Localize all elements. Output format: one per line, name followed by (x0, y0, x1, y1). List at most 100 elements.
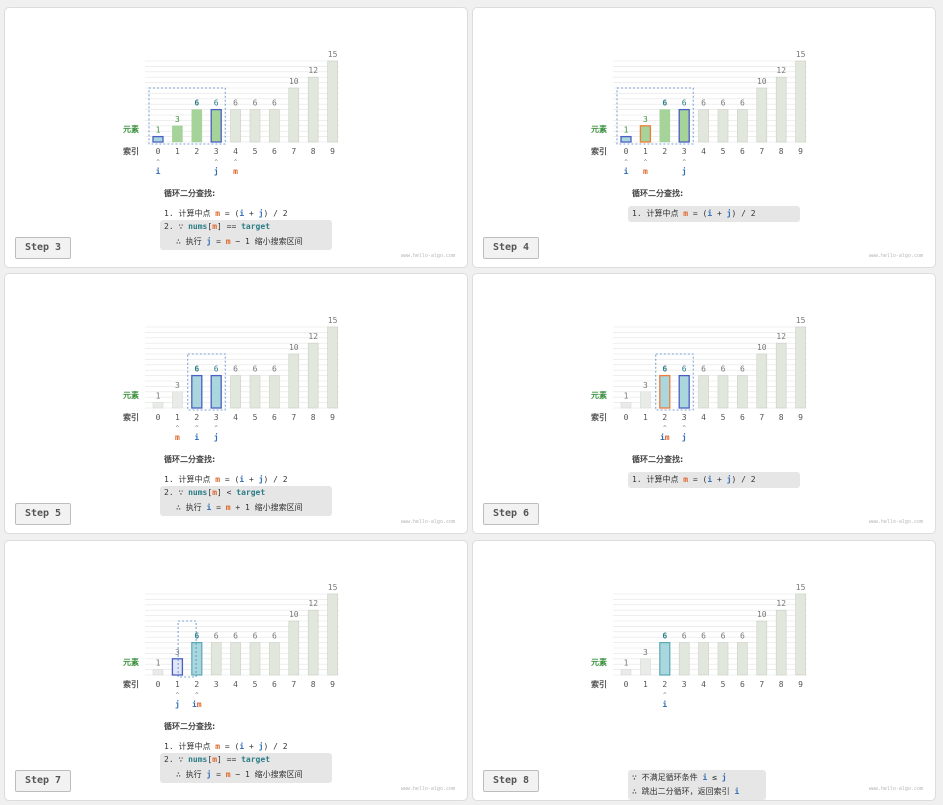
index-label: 9 (798, 680, 803, 689)
value-label: 6 (233, 365, 238, 374)
pointer-caret: ^ (156, 159, 160, 166)
value-label: 10 (289, 77, 299, 86)
index-label: 4 (701, 147, 706, 156)
index-label: 8 (779, 413, 784, 422)
pointer-caret: ^ (176, 425, 180, 432)
array-bar (307, 76, 319, 143)
value-label: 15 (796, 316, 806, 325)
value-label: 12 (776, 599, 786, 608)
index-row-label: 索引 (591, 412, 607, 422)
pointer-label: j (682, 432, 687, 442)
value-label: 6 (253, 365, 258, 374)
loop-title: 循环二分查找: (164, 455, 216, 464)
value-label: 6 (662, 99, 667, 108)
array-bar (327, 326, 338, 409)
array-bar (659, 374, 671, 409)
value-label: 12 (308, 332, 318, 341)
loop-title: 循环二分查找: (632, 189, 684, 198)
array-bar (327, 60, 338, 143)
step-button[interactable]: Step 3 (15, 237, 71, 259)
highlight-box (628, 770, 766, 800)
array-bar (172, 125, 183, 143)
index-label: 9 (330, 680, 335, 689)
explain-line: 1. 计算中点 m = (i + j) / 2 (164, 742, 288, 751)
index-label: 4 (701, 680, 706, 689)
pointer-label: im (660, 432, 670, 442)
index-row-label: 索引 (123, 146, 139, 156)
value-label: 15 (328, 316, 338, 325)
array-bar (678, 642, 690, 676)
array-bar (698, 642, 709, 676)
value-label: 12 (776, 66, 786, 75)
value-label: 6 (662, 365, 667, 374)
array-bar (210, 374, 222, 409)
index-label: 5 (253, 680, 258, 689)
step-button[interactable]: Step 7 (15, 770, 71, 792)
value-label: 10 (757, 343, 767, 352)
value-label: 6 (194, 632, 199, 641)
value-label: 6 (721, 99, 726, 108)
elements-row-label: 元素 (123, 124, 139, 134)
loop-title: 循环二分查找: (164, 189, 216, 198)
search-range (177, 620, 197, 678)
value-label: 15 (796, 50, 806, 59)
value-label: 10 (289, 343, 299, 352)
search-range (187, 353, 226, 411)
watermark: www.hello-algo.com (400, 519, 455, 525)
value-label: 6 (272, 99, 277, 108)
pointer-m: m (665, 433, 670, 442)
array-bar (795, 593, 806, 676)
search-range (616, 87, 694, 145)
index-label: 6 (740, 680, 745, 689)
pointer-caret: ^ (234, 159, 238, 166)
index-label: 5 (253, 147, 258, 156)
index-label: 0 (624, 680, 629, 689)
array-bar (659, 641, 671, 676)
value-label: 6 (701, 632, 706, 641)
value-label: 6 (682, 365, 687, 374)
value-label: 1 (156, 126, 161, 135)
value-label: 6 (721, 632, 726, 641)
pointer-caret: ^ (176, 692, 180, 699)
index-label: 5 (253, 413, 258, 422)
highlight-box (628, 206, 800, 222)
index-label: 2 (194, 680, 199, 689)
explain-line: 1. 计算中点 m = (i + j) / 2 (164, 475, 288, 484)
array-bar (152, 135, 164, 143)
pointer-label: m (643, 167, 648, 176)
value-label: 15 (796, 583, 806, 592)
index-label: 2 (194, 413, 199, 422)
array-bar (249, 109, 261, 143)
array-bar (249, 642, 261, 676)
index-label: 6 (740, 147, 745, 156)
value-label: 6 (233, 99, 238, 108)
index-label: 5 (721, 413, 726, 422)
value-label: 3 (643, 115, 648, 124)
array-bar (230, 642, 241, 676)
step-button[interactable]: Step 5 (15, 503, 71, 525)
array-bar (230, 375, 241, 409)
value-label: 6 (721, 365, 726, 374)
step-button[interactable]: Step 6 (483, 503, 539, 525)
pointer-caret: ^ (682, 425, 686, 432)
search-range (148, 87, 226, 145)
highlight-box (628, 472, 800, 488)
array-bar (775, 342, 787, 409)
pointer-caret: ^ (195, 425, 199, 432)
array-bar (230, 109, 241, 143)
index-label: 5 (721, 680, 726, 689)
step-button[interactable]: Step 4 (483, 237, 539, 259)
value-label: 6 (272, 632, 277, 641)
pointer-caret: ^ (195, 692, 199, 699)
watermark: www.hello-algo.com (868, 253, 923, 259)
value-label: 3 (643, 381, 648, 390)
step-button[interactable]: Step 8 (483, 770, 539, 792)
index-label: 7 (291, 413, 296, 422)
array-bar (737, 375, 748, 409)
array-bar (269, 642, 280, 676)
